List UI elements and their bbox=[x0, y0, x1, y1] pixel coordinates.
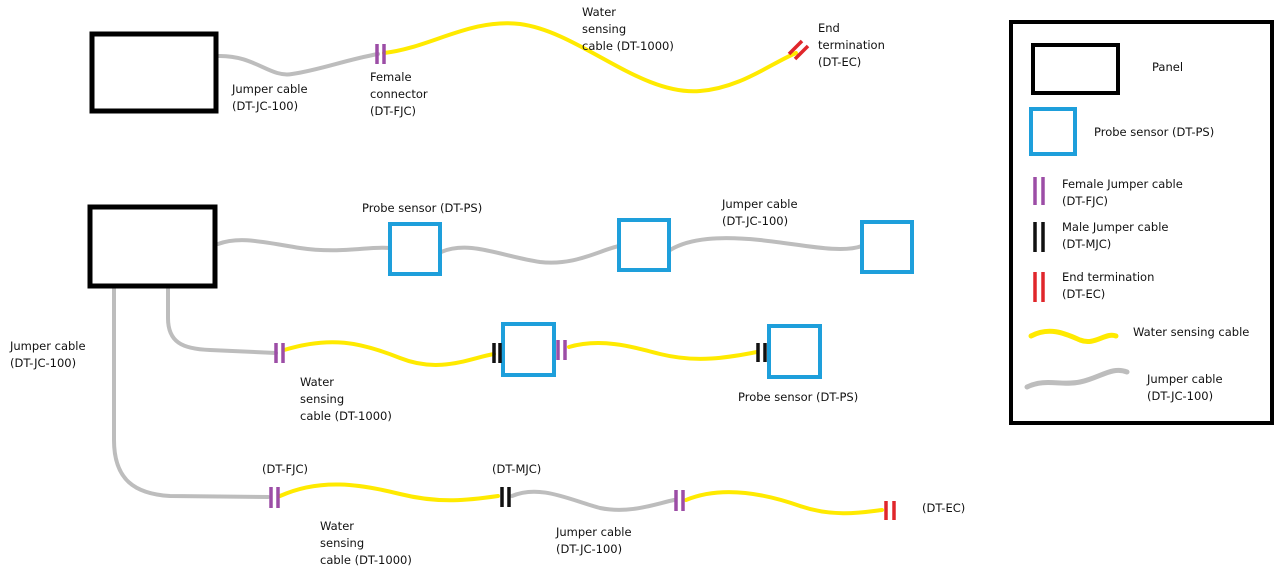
probe-sensor-label: Probe sensor (DT-PS) bbox=[362, 201, 483, 215]
probe-sensor-box bbox=[767, 324, 822, 379]
male-connector-label: (DT-MJC) bbox=[492, 462, 542, 476]
water-sensing-cable bbox=[382, 21, 798, 94]
legend-end-termination-label: End termination(DT-EC) bbox=[1062, 270, 1155, 301]
jumper-cable-label: Jumper cable(DT-JC-100) bbox=[232, 82, 308, 113]
female-connector bbox=[269, 487, 280, 508]
female-connector bbox=[274, 343, 285, 363]
jumper-cable bbox=[510, 489, 676, 512]
legend-male-jumper-label: Male Jumper cable(DT-MJC) bbox=[1062, 220, 1169, 251]
panel-box bbox=[89, 31, 219, 114]
probe-sensor-box bbox=[1029, 107, 1077, 156]
probe-sensor-label: Probe sensor (DT-PS) bbox=[738, 390, 859, 404]
jumper-cable bbox=[668, 236, 864, 252]
female-connector bbox=[556, 340, 567, 360]
water-sensing-cable bbox=[567, 341, 759, 361]
male-connector bbox=[756, 343, 767, 362]
female-connector-label: (DT-FJC) bbox=[262, 462, 308, 476]
female-connector bbox=[375, 44, 386, 64]
water-sensing-cable bbox=[1028, 328, 1119, 344]
end-termination bbox=[1033, 272, 1045, 302]
end-termination bbox=[787, 39, 810, 61]
end-termination-label: (DT-EC) bbox=[922, 501, 966, 515]
male-connector bbox=[500, 487, 511, 507]
end-termination bbox=[884, 501, 896, 520]
panel-box bbox=[87, 204, 218, 289]
legend-probe-sensor-label: Probe sensor (DT-PS) bbox=[1094, 125, 1215, 139]
jumper-cable bbox=[439, 244, 621, 265]
legend-panel-label: Panel bbox=[1152, 60, 1184, 74]
female-connector bbox=[1033, 177, 1045, 205]
male-connector bbox=[492, 343, 502, 363]
female-connector bbox=[674, 490, 685, 511]
jumper-cable bbox=[166, 286, 278, 355]
jumper-cable bbox=[1024, 367, 1130, 390]
jumper-cable bbox=[112, 286, 270, 499]
diagram-2 bbox=[87, 204, 914, 520]
water-sensing-cable bbox=[282, 340, 496, 367]
jumper-cable bbox=[216, 238, 392, 253]
jumper-cable-label: Jumper cable(DT-JC-100) bbox=[556, 525, 632, 556]
probe-sensor-box bbox=[501, 322, 556, 377]
water-sensing-cable bbox=[684, 490, 884, 516]
probe-sensor-box bbox=[860, 220, 914, 274]
legend-jumper-cable-label: Jumper cable(DT-JC-100) bbox=[1147, 372, 1223, 403]
male-connector bbox=[1033, 222, 1045, 252]
legend bbox=[1009, 20, 1274, 425]
diagram-1 bbox=[89, 21, 810, 114]
legend-female-jumper-label: Female Jumper cable(DT-FJC) bbox=[1062, 177, 1183, 208]
jumper-cable bbox=[216, 52, 380, 77]
jumper-cable-label: Jumper cable(DT-JC-100) bbox=[10, 339, 86, 370]
probe-sensor-box bbox=[388, 222, 442, 276]
jumper-cable-label: Jumper cable(DT-JC-100) bbox=[722, 197, 798, 228]
panel-box bbox=[1031, 43, 1120, 95]
probe-sensor-box bbox=[617, 218, 671, 272]
water-sensing-cable bbox=[278, 482, 500, 503]
legend-water-sensing-label: Water sensing cable bbox=[1133, 325, 1250, 339]
